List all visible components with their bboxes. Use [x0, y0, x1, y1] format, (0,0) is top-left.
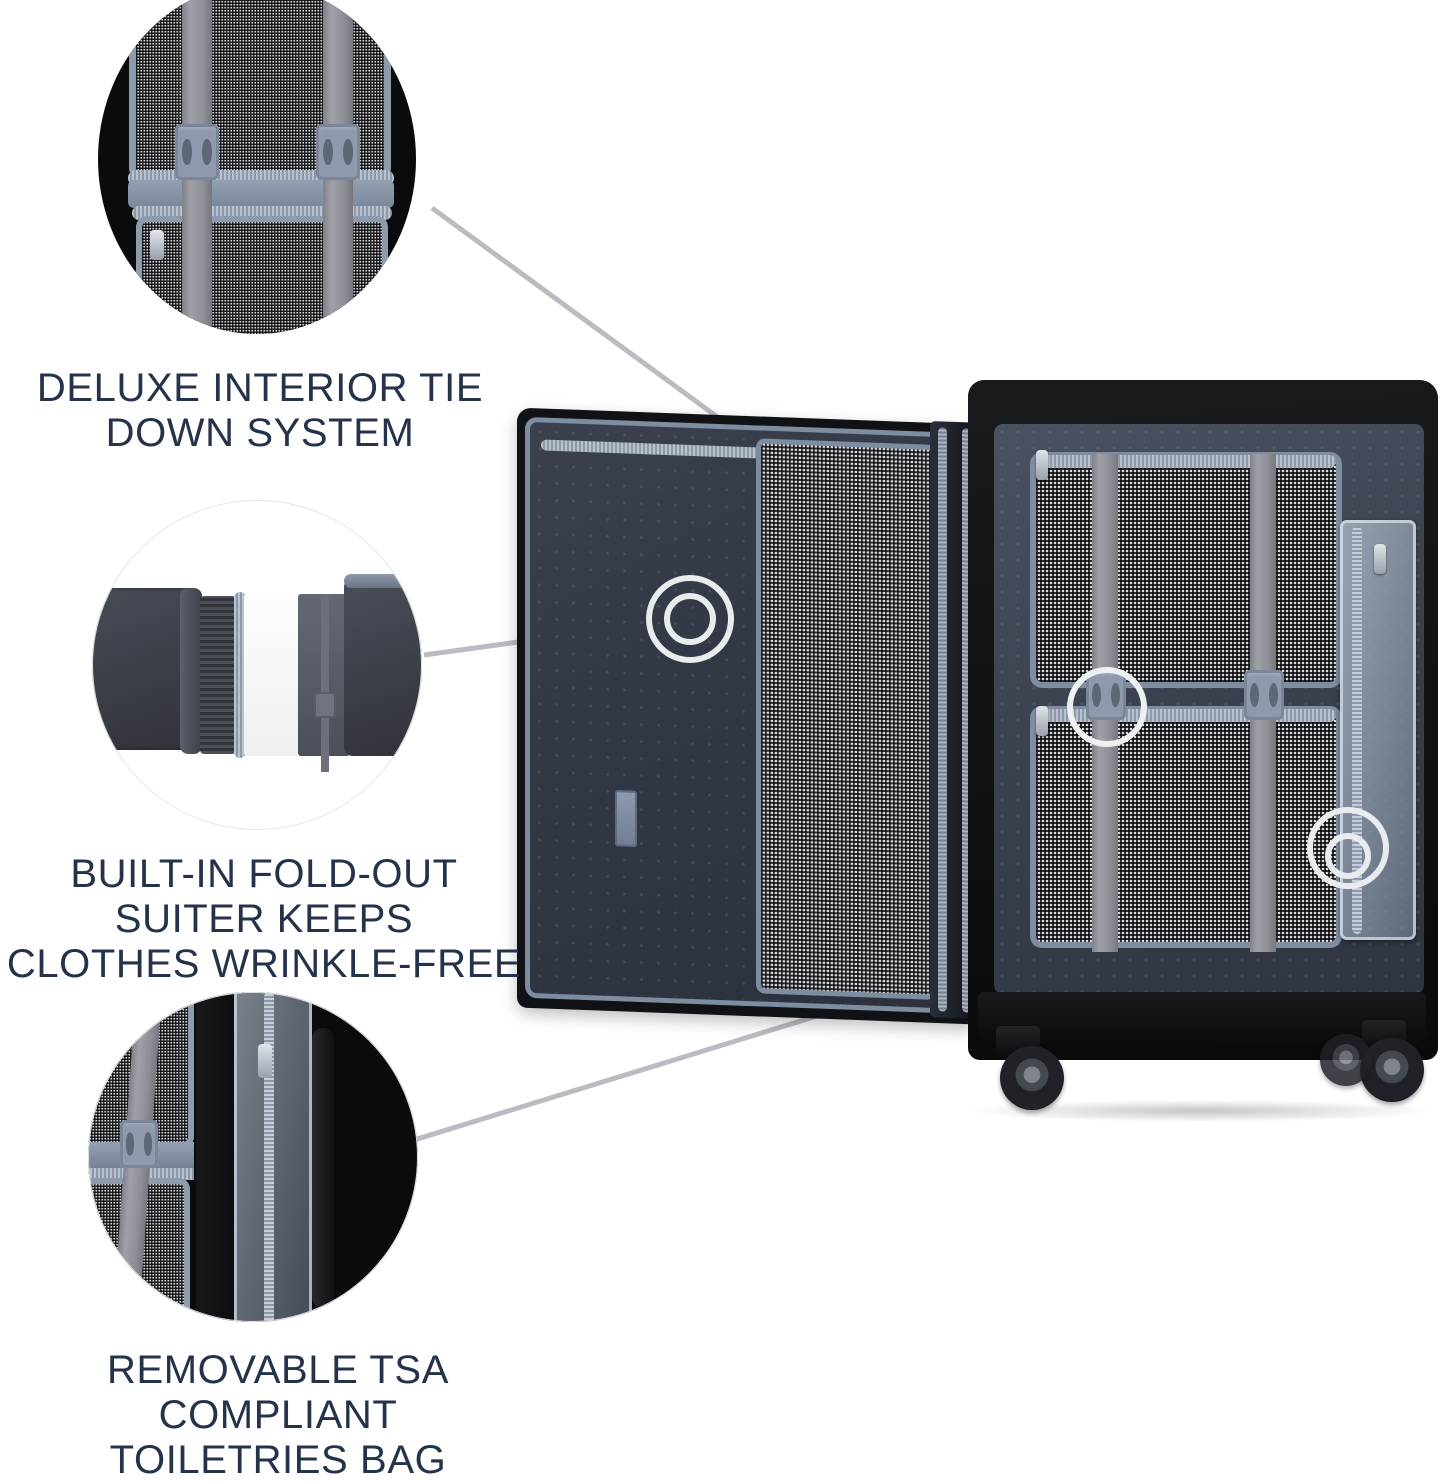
side-toiletries-pouch[interactable] [1340, 520, 1416, 940]
inset3-pouch-pull [258, 1044, 272, 1078]
inset2-right-binding [344, 574, 422, 588]
inset3-pouch-zipper [264, 992, 274, 1322]
lid-mesh-pocket [761, 443, 931, 995]
inset1-buckle-left [175, 124, 219, 180]
body-lining [994, 424, 1424, 994]
spinner-wheel-front-left [1000, 1046, 1064, 1110]
lower-mesh-pocket [1036, 709, 1336, 942]
lower-pocket-zipper-pull [1036, 706, 1048, 736]
inset2-right-panel [344, 578, 422, 756]
strap-buckle-right[interactable] [1244, 670, 1284, 720]
inset2-left-edge [180, 588, 202, 754]
lid-pull-tab [615, 790, 637, 847]
caption-suiter: BUILT-IN FOLD-OUT SUITER KEEPS CLOTHES W… [6, 852, 522, 986]
lower-pocket-zipper [1036, 709, 1336, 722]
side-pouch-zipper [1352, 526, 1362, 934]
inset1-buckle-right [316, 124, 360, 180]
hinge-zipper-left [938, 427, 947, 1012]
inset1-zipper-pull [150, 230, 164, 260]
caption-toiletries: REMOVABLE TSA COMPLIANT TOILETRIES BAG [107, 1348, 449, 1482]
upper-pocket-zipper-pull [1036, 450, 1048, 480]
upper-mesh-pocket [1036, 455, 1336, 682]
inset2-zipper [234, 592, 246, 758]
inset2-strap [321, 594, 329, 772]
upper-pocket-zipper [1036, 455, 1336, 468]
inset1-binding [128, 180, 394, 208]
strap-buckle-left[interactable] [1086, 670, 1126, 720]
suitcase-lid [517, 407, 977, 1025]
inset2-gusset [200, 596, 236, 754]
inset1-zipper-lower [132, 206, 392, 220]
infographic-canvas: DELUXE INTERIOR TIE DOWN SYSTEM BUILT-IN… [6, 0, 1445, 1482]
suitcase-body [968, 380, 1438, 1060]
ground-shadow [970, 1100, 1430, 1122]
lid-lining [525, 416, 969, 1015]
inset-suiter [92, 500, 422, 830]
inset2-white-panel [244, 594, 298, 756]
inset-toiletries [88, 992, 418, 1322]
spinner-suitcase [500, 370, 1445, 1130]
spinner-wheel-rear-right [1320, 1034, 1372, 1086]
side-pouch-zipper-pull [1374, 544, 1386, 574]
spinner-wheel-front-right [1360, 1038, 1424, 1102]
caption-tie-down: DELUXE INTERIOR TIE DOWN SYSTEM [36, 366, 484, 455]
inset2-buckle [314, 692, 336, 718]
body-baseplate [978, 992, 1426, 1044]
inset3-case-handle [312, 1028, 334, 1308]
inset-tie-down [98, 0, 416, 334]
inset3-buckle [120, 1120, 158, 1168]
